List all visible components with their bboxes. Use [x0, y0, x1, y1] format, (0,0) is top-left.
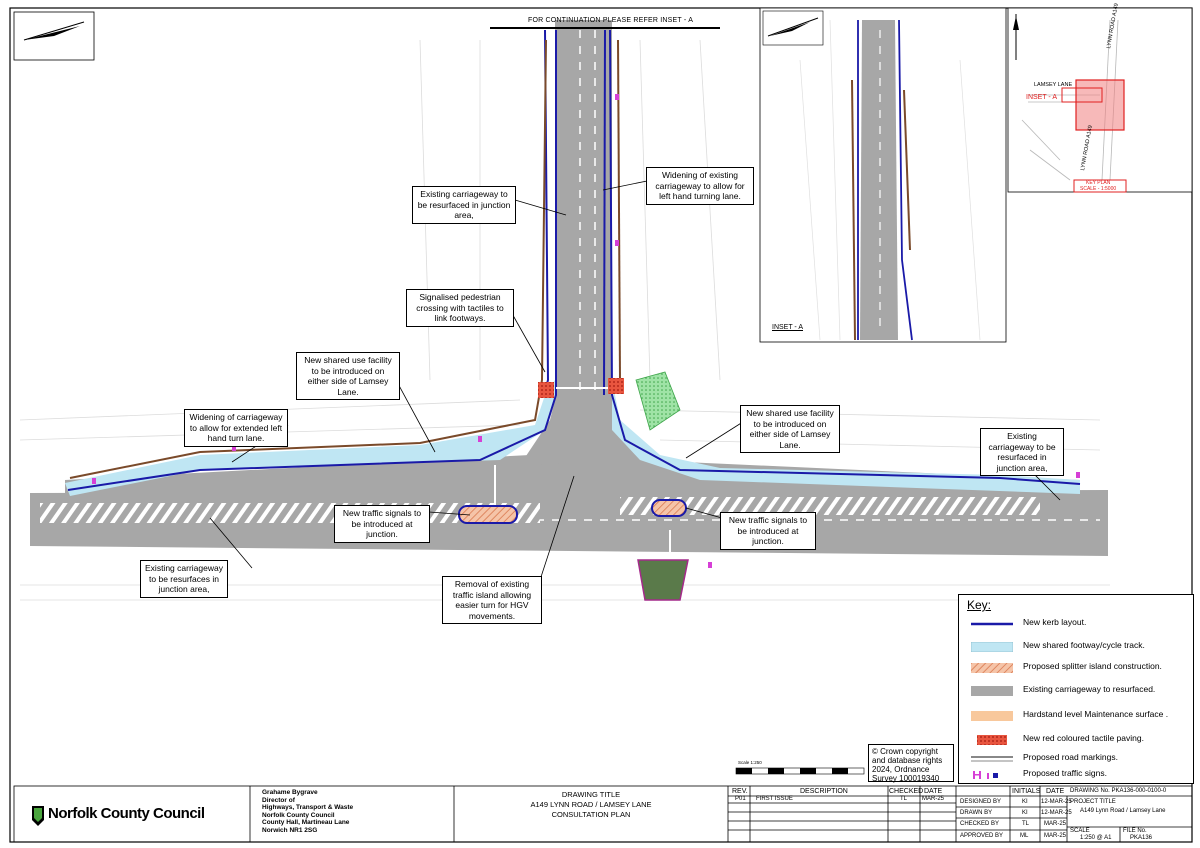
rev-header-desc: DESCRIPTION [800, 788, 848, 795]
drawing-number: DRAWING No. PKA136-000-0100-0 [1070, 788, 1167, 794]
rev-header-date: DATE [924, 788, 943, 795]
people-initials-2: TL [1022, 821, 1030, 827]
people-role-2: CHECKED BY [960, 821, 1000, 827]
continuation-note: FOR CONTINUATION PLEASE REFER INSET - A [528, 17, 694, 24]
callout-shared-use-east: New shared use facility to be introduced… [740, 405, 840, 453]
callout-resurface-west: Existing carriageway to be resurfaces in… [140, 560, 228, 598]
project-title-label: PROJECT TITLE [1070, 799, 1116, 805]
legend-item-kerb: New kerb layout. [965, 615, 1191, 633]
key-plan [1007, 7, 1193, 193]
green-surface [635, 371, 681, 431]
people-initials-1: KI [1022, 810, 1028, 816]
rev-row-date: MAR-25 [922, 796, 945, 802]
people-role-0: DESIGNED BY [960, 799, 1002, 805]
callout-ped-crossing: Signalised pedestrian crossing with tact… [406, 289, 514, 327]
north-arrow-icon [13, 11, 95, 61]
verge-line [69, 39, 621, 479]
rev-header-rev: REV. [732, 788, 748, 795]
scale-bar [735, 767, 865, 775]
legend-title: Key: [967, 598, 992, 612]
rev-row-desc: FIRST ISSUE [756, 796, 793, 802]
hatched-area-east [620, 497, 1040, 515]
inset-label: INSET - A [772, 324, 803, 331]
people-date-0: 12-MAR-25 [1041, 799, 1072, 805]
shared-use-path [65, 380, 1080, 496]
project-title: A149 Lynn Road / Lamsey Lane [1080, 808, 1166, 814]
callout-shared-use-west: New shared use facility to be introduced… [296, 352, 400, 400]
tactile-paving-east [608, 378, 624, 394]
keyplan-scale: SCALE - 1:5000 [1080, 186, 1117, 192]
copyright-text: © Crown copyright and database rights 20… [872, 747, 943, 783]
drawing-title-label: DRAWING TITLE [561, 790, 621, 799]
callout-widen-extended: Widening of carriageway to allow for ext… [184, 409, 288, 447]
rev-header-checked: CHECKED [889, 788, 924, 795]
legend-item-traffic-signs: Proposed traffic signs. [965, 766, 1191, 784]
scale-bar-label: Scale 1:250 [738, 760, 762, 765]
legend-item-road-markings: Proposed road markings. [965, 750, 1191, 768]
callout-signals-east: New traffic signals to be introduced at … [720, 512, 816, 550]
drawing-title-2: CONSULTATION PLAN [551, 810, 631, 819]
road-markings-icon [971, 756, 1013, 762]
people-date-3: MAR-25 [1044, 833, 1067, 839]
legend: Key: New kerb layout. New shared footway… [958, 594, 1194, 784]
people-initials-0: KI [1022, 799, 1028, 805]
scale-value: 1:250 @ A1 [1080, 835, 1112, 841]
hardstand-icon [971, 711, 1013, 721]
north-approach [520, 20, 650, 465]
callout-signals-west: New traffic signals to be introduced at … [334, 505, 430, 543]
legend-item-tactile: New red coloured tactile paving. [965, 731, 1191, 749]
carriageway-icon [971, 686, 1013, 696]
traffic-signs-icon [973, 771, 998, 779]
legend-item-shared-footway: New shared footway/cycle track. [965, 638, 1191, 656]
people-date-1: 12-MAR-25 [1041, 810, 1072, 816]
copyright-box: © Crown copyright and database rights 20… [868, 744, 954, 783]
legend-item-splitter: Proposed splitter island construction. [965, 659, 1191, 677]
keyplan-title: KEY PLAN [1086, 180, 1111, 186]
kerb-line-icon [971, 622, 1013, 626]
callout-widen-left-turn: Widening of existing carriageway to allo… [646, 167, 754, 205]
tactile-paving-icon [977, 735, 1007, 745]
people-date-2: MAR-25 [1044, 821, 1067, 827]
inset-a [759, 7, 1007, 343]
splitter-island-east [651, 499, 687, 517]
inset-north-arrow-icon [762, 10, 824, 46]
legend-item-hardstand: Hardstand level Maintenance surface . [965, 707, 1191, 725]
address-block: Grahame Bygrave Director of Highways, Tr… [262, 789, 354, 834]
southern-verge [637, 559, 689, 601]
file-no-value: PKA136 [1130, 835, 1153, 841]
scale-label: SCALE [1070, 828, 1090, 834]
callout-island-removal: Removal of existing traffic island allow… [442, 576, 542, 624]
tactile-paving-west [538, 382, 554, 398]
ncc-crest-icon [32, 806, 44, 826]
people-header-initials: INITIALS [1012, 788, 1041, 795]
title-block-frame [13, 785, 1193, 843]
people-role-1: DRAWN BY [960, 810, 993, 816]
shared-footway-icon [971, 642, 1013, 652]
people-role-3: APPROVED BY [960, 833, 1004, 839]
file-no-label: FILE No. [1123, 828, 1147, 834]
keyplan-inset-tag: INSET - A [1026, 94, 1057, 101]
callout-resurface-east: Existing carriageway to be resurfaced in… [980, 428, 1064, 476]
people-initials-3: ML [1020, 833, 1029, 839]
drawing-title-block: DRAWING TITLE A149 LYNN ROAD / LAMSEY LA… [454, 790, 728, 820]
legend-item-carriageway: Existing carriageway to resurfaced. [965, 682, 1191, 700]
keyplan-north-arrow-icon [1013, 14, 1019, 60]
people-header-date: DATE [1046, 788, 1065, 795]
rev-row-rev: P01 [735, 796, 746, 802]
keyplan-lamsey-label: LAMSEY LANE [1034, 82, 1073, 88]
drawing-title-1: A149 LYNN ROAD / LAMSEY LANE [530, 800, 652, 809]
rev-row-checked: TL [900, 796, 908, 802]
splitter-island-icon [971, 663, 1013, 673]
stop-lines [494, 387, 671, 556]
traffic-sign-icon [92, 94, 1080, 568]
callout-resurface-north: Existing carriageway to be resurfaced in… [412, 186, 516, 224]
ncc-logo: Norfolk County Council [48, 805, 205, 822]
